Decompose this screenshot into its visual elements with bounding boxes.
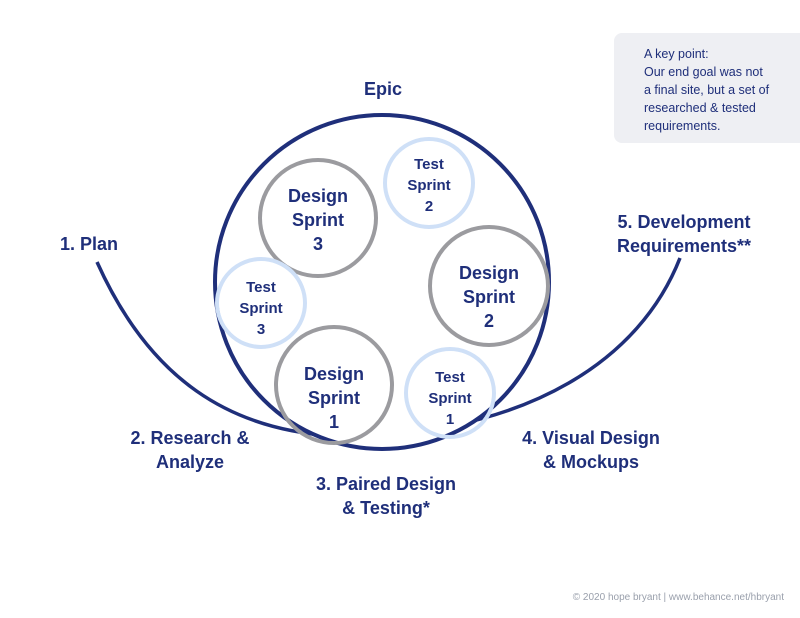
test-sprint-2-label: Test Sprint 2 <box>407 156 451 215</box>
step-development-label: 5. Development Requirements** <box>616 212 752 256</box>
test-sprint-2-ring <box>383 137 475 229</box>
key-point-note: A key point: Our end goal was not a fina… <box>614 33 800 143</box>
step-research-label: 2. Research & Analyze <box>130 428 250 472</box>
test-sprint-1-ring <box>404 347 496 439</box>
design-sprint-2-ring <box>428 225 550 347</box>
test-sprint-3-label: Test Sprint 3 <box>239 279 283 338</box>
step-paired-label: 3. Paired Design & Testing* <box>315 474 457 518</box>
credit-text: © 2020 hope bryant | www.behance.net/hbr… <box>572 592 784 603</box>
test-sprint-3-ring <box>215 257 307 349</box>
design-sprint-2-label: Design Sprint 2 <box>458 263 519 331</box>
test-sprint-1-label: Test Sprint 1 <box>428 369 472 428</box>
design-sprint-1-ring <box>274 325 394 445</box>
epic-label: Epic <box>364 79 403 99</box>
left-process-curve <box>95 261 336 438</box>
design-sprint-3-ring <box>258 158 378 278</box>
design-sprint-3-label: Design Sprint 3 <box>287 186 348 254</box>
step-visual-label: 4. Visual Design & Mockups <box>522 428 660 472</box>
design-sprint-1-label: Design Sprint 1 <box>303 364 364 432</box>
step-plan-label: 1. Plan <box>60 234 119 254</box>
key-point-text: A key point: Our end goal was not a fina… <box>644 47 770 133</box>
